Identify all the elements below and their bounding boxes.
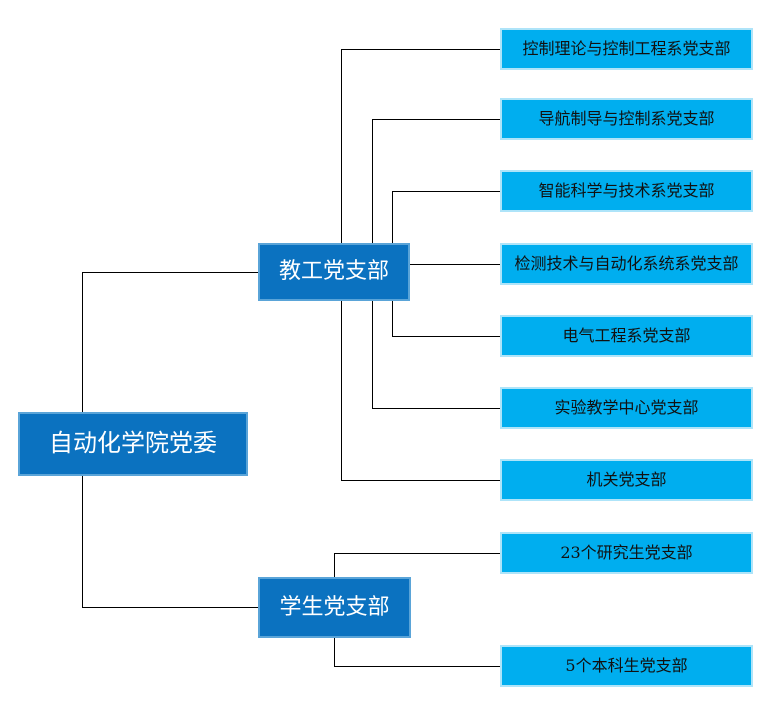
leaf-node-navigation-guidance-control: 导航制导与控制系党支部 — [500, 98, 753, 140]
leaf-node-graduate-branches: 23个研究生党支部 — [500, 532, 753, 574]
connector-line — [341, 49, 342, 243]
root-node-college-party-committee: 自动化学院党委 — [18, 412, 248, 476]
connector-line — [392, 301, 393, 336]
connector-line — [392, 191, 393, 243]
connector-line — [82, 607, 258, 608]
leaf-node-detection-automation-systems: 检测技术与自动化系统系党支部 — [500, 243, 753, 285]
connector-line — [372, 408, 500, 409]
connector-line — [334, 666, 500, 667]
connector-line — [392, 336, 500, 337]
branch-node-faculty-party-branch: 教工党支部 — [258, 243, 410, 301]
leaf-node-office: 机关党支部 — [500, 459, 753, 501]
leaf-node-control-theory-engineering: 控制理论与控制工程系党支部 — [500, 28, 753, 70]
connector-line — [372, 119, 373, 243]
connector-line — [82, 272, 83, 412]
leaf-node-electrical-engineering: 电气工程系党支部 — [500, 315, 753, 357]
connector-line — [410, 264, 500, 265]
leaf-node-experimental-teaching-center: 实验教学中心党支部 — [500, 387, 753, 429]
connector-line — [341, 49, 500, 50]
connector-line — [372, 301, 373, 408]
leaf-node-intelligent-science-technology: 智能科学与技术系党支部 — [500, 170, 753, 212]
connector-line — [372, 119, 500, 120]
connector-line — [334, 553, 335, 577]
connector-line — [341, 301, 342, 480]
connector-line — [341, 480, 500, 481]
connector-line — [392, 191, 500, 192]
connector-line — [334, 638, 335, 666]
connector-line — [82, 476, 83, 607]
connector-line — [334, 553, 500, 554]
branch-node-student-party-branch: 学生党支部 — [258, 577, 411, 638]
connector-line — [82, 272, 258, 273]
leaf-node-undergraduate-branches: 5个本科生党支部 — [500, 645, 753, 687]
